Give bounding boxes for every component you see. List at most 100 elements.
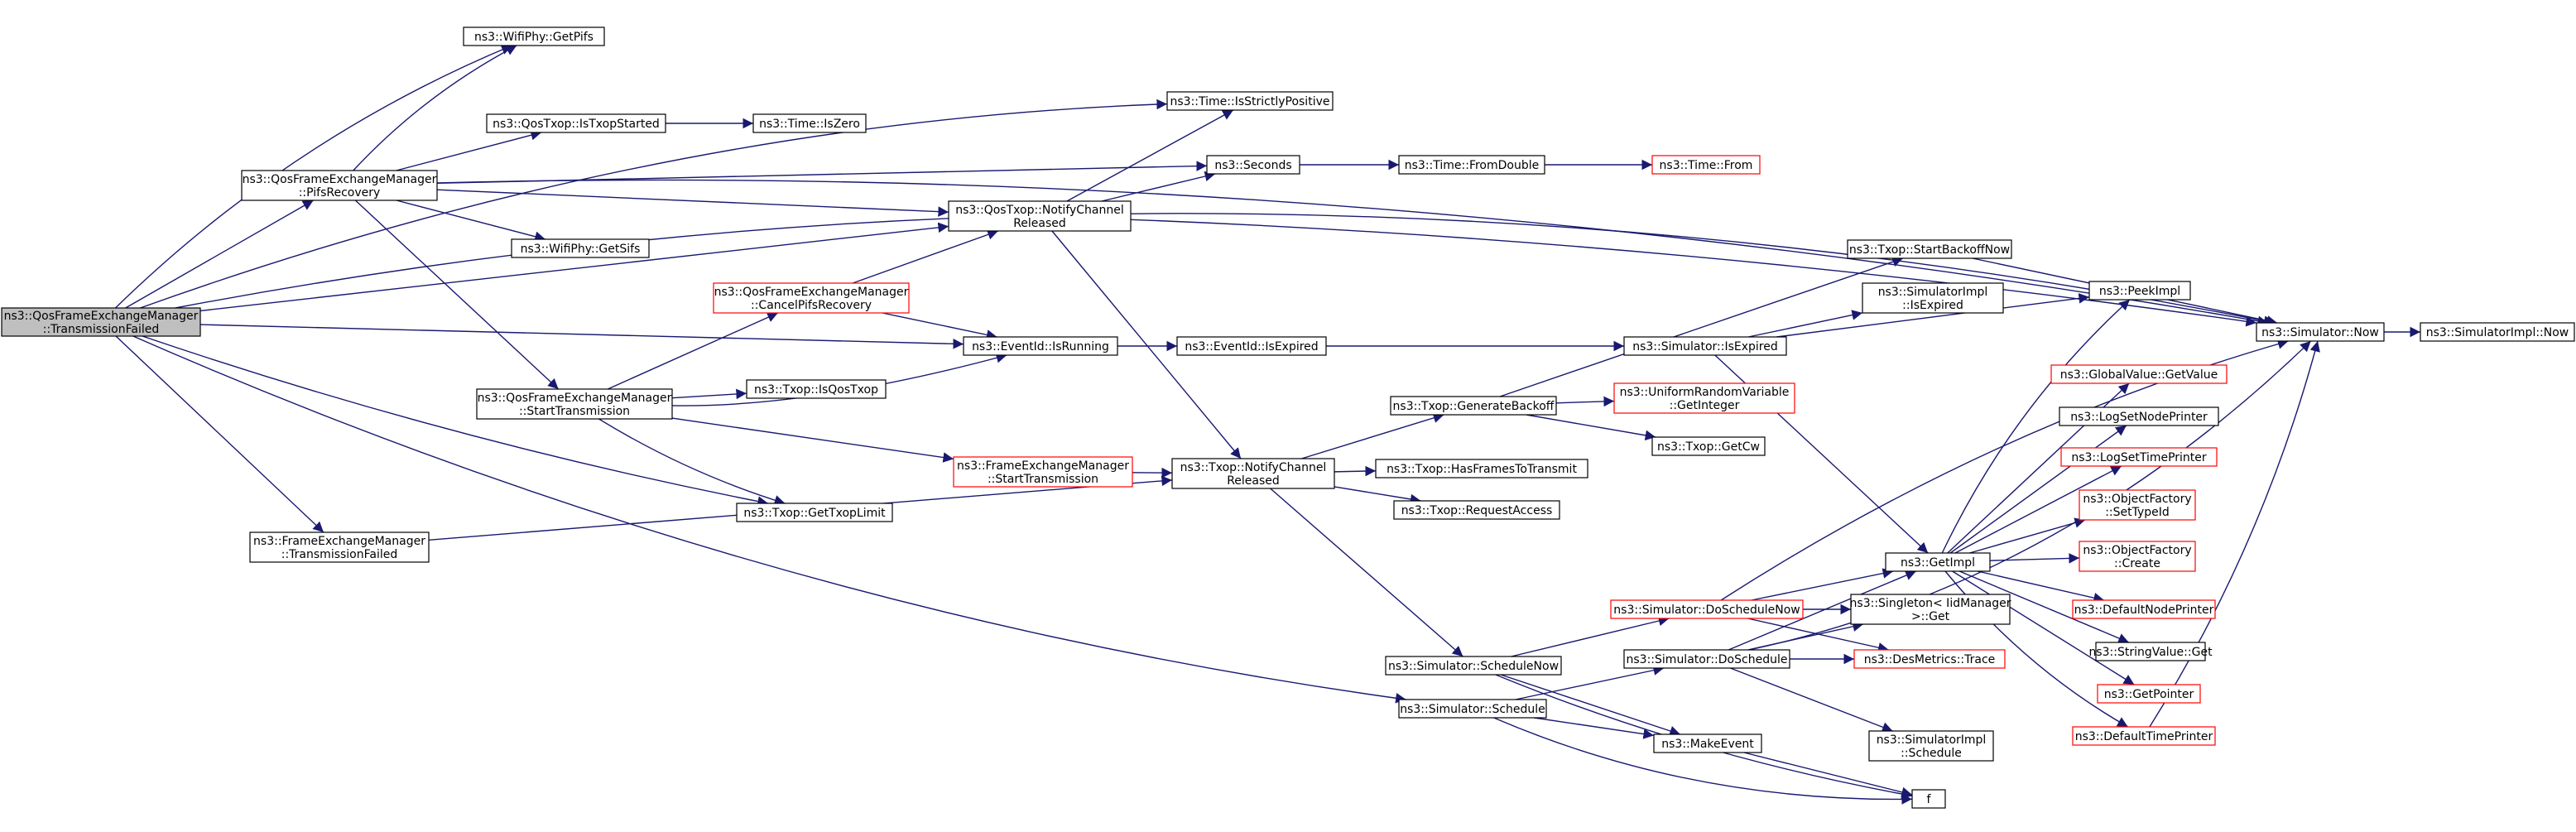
function-node-dnp[interactable]: ns3::DefaultNodePrinter <box>2072 599 2216 619</box>
node-label: ns3::Simulator::Now <box>2261 326 2379 339</box>
function-node-ofc[interactable]: ns3::ObjectFactory::Create <box>2079 541 2196 572</box>
function-node-getptr[interactable]: ns3::GetPointer <box>2097 684 2201 704</box>
node-label: ns3::Simulator::DoScheduleNow <box>1613 604 1800 617</box>
function-node-sing[interactable]: ns3::Singleton< IidManager>::Get <box>1850 594 2011 625</box>
node-label: ns3::LogSetTimePrinter <box>2071 451 2207 464</box>
node-label: ns3::StringValue::Get <box>2088 646 2213 659</box>
node-label: ::PifsRecovery <box>299 186 381 200</box>
function-node-fst[interactable]: ns3::FrameExchangeManager::StartTransmis… <box>953 456 1133 488</box>
node-box <box>2079 541 2196 572</box>
node-label: ns3::LogSetNodePrinter <box>2070 411 2208 424</box>
call-edge <box>1101 171 1216 202</box>
function-node-fromd[interactable]: ns3::Time::FromDouble <box>1398 155 1545 175</box>
node-label: ns3::Time::IsStrictlyPositive <box>1170 95 1330 108</box>
function-node-dtp[interactable]: ns3::DefaultTimePrinter <box>2072 726 2216 746</box>
function-node-iszero[interactable]: ns3::Time::IsZero <box>752 113 867 133</box>
node-label: ns3::QosFrameExchangeManager <box>478 392 672 405</box>
function-node-dsn[interactable]: ns3::Simulator::DoScheduleNow <box>1610 599 1804 619</box>
function-node-schn[interactable]: ns3::Simulator::ScheduleNow <box>1385 656 1562 676</box>
function-node-pifsr[interactable]: ns3::QosFrameExchangeManager::PifsRecove… <box>241 170 438 201</box>
function-node-from[interactable]: ns3::Time::From <box>1651 155 1761 175</box>
function-node-dos[interactable]: ns3::Simulator::DoSchedule <box>1623 649 1790 669</box>
function-node-mkev[interactable]: ns3::MakeEvent <box>1653 733 1762 753</box>
function-node-ftf[interactable]: ns3::FrameExchangeManager::TransmissionF… <box>249 531 430 563</box>
function-node-f[interactable]: f <box>1911 789 1946 809</box>
node-label: ns3::Txop::GetCw <box>1657 440 1760 454</box>
function-node-cpr[interactable]: ns3::QosFrameExchangeManager::CancelPifs… <box>713 282 910 314</box>
function-node-sched[interactable]: ns3::Simulator::Schedule <box>1398 699 1547 719</box>
function-node-qst[interactable]: ns3::QosFrameExchangeManager::StartTrans… <box>476 388 673 420</box>
call-edge <box>1949 425 2127 554</box>
call-edges <box>114 45 2420 805</box>
function-node-isrun[interactable]: ns3::EventId::IsRunning <box>963 336 1118 356</box>
function-node-now[interactable]: ns3::Simulator::Now <box>2256 322 2385 342</box>
call-edge <box>1515 665 1665 700</box>
function-node-ofst[interactable]: ns3::ObjectFactory::SetTypeId <box>2079 489 2196 521</box>
node-label: ::GetInteger <box>1670 399 1740 412</box>
function-node-sbo[interactable]: ns3::Txop::StartBackoffNow <box>1847 239 2012 259</box>
function-node-genbo[interactable]: ns3::Txop::GenerateBackoff <box>1390 396 1557 416</box>
node-box <box>476 388 673 420</box>
function-node-sec[interactable]: ns3::Seconds <box>1206 155 1300 175</box>
function-node-urv[interactable]: ns3::UniformRandomVariable::GetInteger <box>1613 382 1795 414</box>
node-label: ns3::PeekImpl <box>2099 285 2180 298</box>
node-label: ns3::SimulatorImpl <box>1878 286 1988 299</box>
node-box <box>2072 599 2216 619</box>
call-edge <box>140 99 1168 309</box>
function-node-siexp[interactable]: ns3::SimulatorImpl::IsExpired <box>1862 282 2004 314</box>
function-node-sisched[interactable]: ns3::SimulatorImpl::Schedule <box>1868 730 1994 762</box>
call-edge <box>1954 465 2122 554</box>
function-node-getcw[interactable]: ns3::Txop::GetCw <box>1651 436 1766 456</box>
function-node-gv[interactable]: ns3::GlobalValue::GetValue <box>2050 364 2228 384</box>
node-box <box>2095 642 2206 661</box>
function-node-root[interactable]: ns3::QosFrameExchangeManager::Transmissi… <box>1 307 201 337</box>
function-node-istx[interactable]: ns3::QosTxop::IsTxopStarted <box>486 113 666 133</box>
node-box <box>1850 594 2011 625</box>
node-label: >::Get <box>1911 610 1950 623</box>
call-edge <box>1499 257 1904 397</box>
function-node-isp[interactable]: ns3::Time::IsStrictlyPositive <box>1166 91 1334 111</box>
function-node-lsnp[interactable]: ns3::LogSetNodePrinter <box>2059 406 2219 426</box>
function-node-reqa[interactable]: ns3::Txop::RequestAccess <box>1393 500 1560 520</box>
function-node-simexp[interactable]: ns3::Simulator::IsExpired <box>1623 336 1787 356</box>
call-nodes: ns3::QosFrameExchangeManager::Transmissi… <box>1 26 2575 809</box>
function-node-isqtx[interactable]: ns3::Txop::IsQosTxop <box>746 379 887 399</box>
node-label: ns3::Txop::GenerateBackoff <box>1393 400 1555 413</box>
function-node-gpifs[interactable]: ns3::WifiPhy::GetPifs <box>463 26 605 46</box>
call-edge <box>199 324 964 349</box>
function-node-svg[interactable]: ns3::StringValue::Get <box>2088 642 2213 661</box>
node-label: ns3::Time::IsZero <box>759 118 860 131</box>
node-label: f <box>1927 793 1932 806</box>
node-label: ns3::Txop::GetTxopLimit <box>743 507 886 520</box>
node-box <box>1853 649 2006 669</box>
function-node-getimpl[interactable]: ns3::GetImpl <box>1885 552 1991 572</box>
node-box <box>2072 726 2216 746</box>
node-box <box>1385 656 1562 676</box>
function-node-lstp[interactable]: ns3::LogSetTimePrinter <box>2060 447 2218 467</box>
node-label: ::Schedule <box>1901 747 1962 760</box>
function-node-gtl[interactable]: ns3::Txop::GetTxopLimit <box>736 503 893 522</box>
node-label: ns3::Txop::HasFramesToTransmit <box>1387 463 1577 476</box>
call-edge <box>1751 568 1894 601</box>
call-edge <box>1941 299 2131 554</box>
node-label: ns3::Txop::IsQosTxop <box>754 383 878 397</box>
node-box <box>486 113 666 133</box>
node-label: ns3::ObjectFactory <box>2083 493 2191 506</box>
function-node-simplnow[interactable]: ns3::SimulatorImpl::Now <box>2420 322 2575 342</box>
node-label: ns3::GetPointer <box>2104 688 2194 701</box>
function-node-dmt[interactable]: ns3::DesMetrics::Trace <box>1853 649 2006 669</box>
node-label: ns3::DefaultNodePrinter <box>2074 604 2214 617</box>
node-label: ns3::Seconds <box>1214 159 1291 172</box>
call-edge <box>1526 414 1656 441</box>
call-edge <box>1952 570 2135 685</box>
node-box <box>1393 500 1560 520</box>
function-node-eexp[interactable]: ns3::EventId::IsExpired <box>1176 336 1327 356</box>
node-box <box>1 307 201 337</box>
node-label: ns3::GlobalValue::GetValue <box>2060 368 2218 382</box>
function-node-hftt[interactable]: ns3::Txop::HasFramesToTransmit <box>1375 459 1588 479</box>
function-node-gsifs[interactable]: ns3::WifiPhy::GetSifs <box>511 238 650 258</box>
node-label: ::SetTypeId <box>2105 506 2170 519</box>
function-node-peek[interactable]: ns3::PeekImpl <box>2088 281 2191 301</box>
